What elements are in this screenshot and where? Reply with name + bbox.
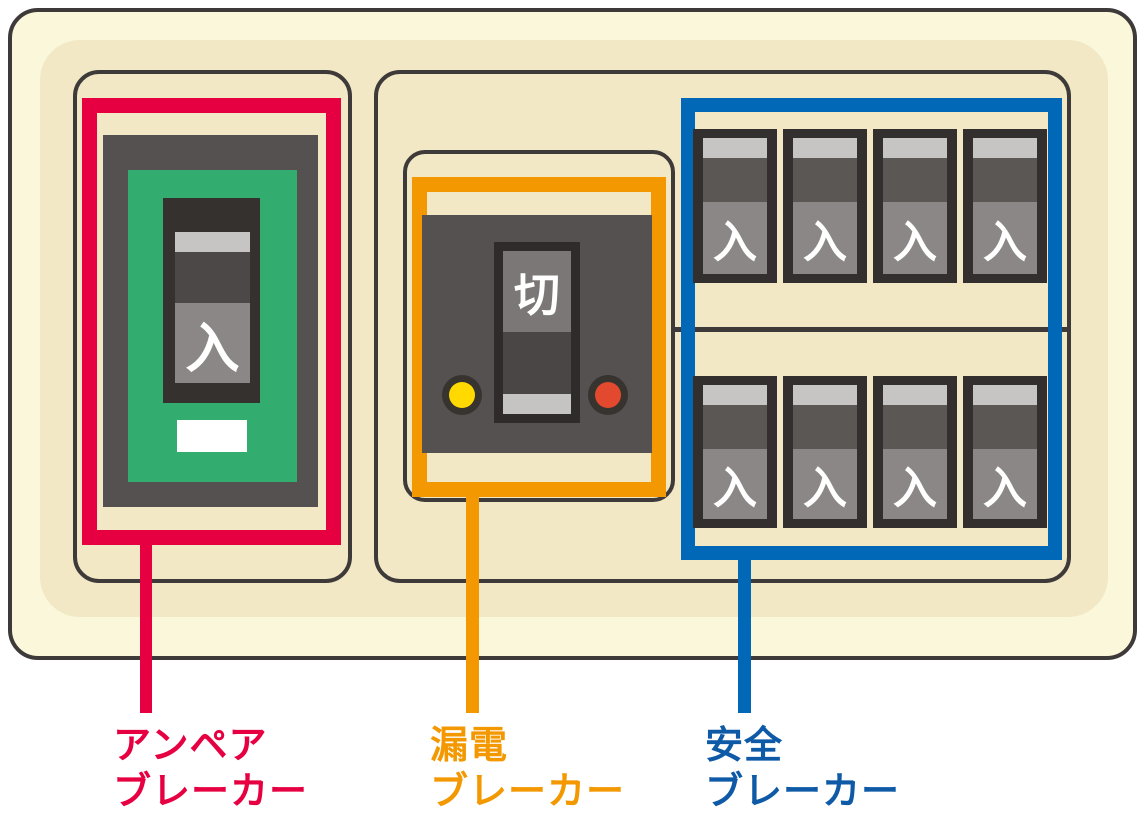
panel-divider-line <box>672 327 1071 332</box>
caption-line: ブレーカー <box>705 769 901 814</box>
safety-breaker-switch: 入 <box>873 376 957 528</box>
safety-breaker-highlight-frame <box>681 98 1062 560</box>
caption-line: アンペア <box>113 723 268 767</box>
safety-breaker-switch: 入 <box>963 129 1047 283</box>
ampere-switch-mid-segment <box>175 252 250 303</box>
safety-breaker-switch: 入 <box>783 129 867 283</box>
caption-line: 漏電 <box>430 723 509 767</box>
safety-breaker-switch: 入 <box>693 129 777 283</box>
ampere-breaker-highlight-frame <box>82 98 341 545</box>
ampere-switch-top-segment <box>175 232 250 252</box>
safety-switch-state-label: 入 <box>883 449 947 519</box>
yellow-lamp-icon <box>449 382 475 408</box>
safety-breaker-switch: 入 <box>783 376 867 528</box>
ampere-breaker-nameplate <box>177 420 247 452</box>
leakage-switch-mid-segment <box>503 332 571 394</box>
test-button-icon <box>588 375 628 415</box>
safety-switch-state-label: 入 <box>973 202 1037 274</box>
safety-switch-state-label: 入 <box>793 202 857 274</box>
caption-line: ブレーカー <box>113 769 309 814</box>
safety-breaker-switch: 入 <box>963 376 1047 528</box>
ampere-switch-state-label: 入 <box>185 316 240 380</box>
safety-switch-state-label: 入 <box>703 449 767 519</box>
ampere-leader-line <box>140 545 152 713</box>
caption-line: ブレーカー <box>430 769 626 814</box>
safety-switch-state-label: 入 <box>793 449 857 519</box>
caption-line: 安全 <box>705 723 784 767</box>
safety-switch-state-label: 入 <box>883 202 947 274</box>
safety-breaker-switch: 入 <box>693 376 777 528</box>
leakage-indicator-lamp-icon <box>442 375 482 415</box>
safety-switch-state-label: 入 <box>973 449 1037 519</box>
ampere-breaker-caption: アンペア ブレーカー <box>113 722 308 815</box>
leakage-switch-state-label: 切 <box>514 267 560 322</box>
leakage-breaker-caption: 漏電 ブレーカー <box>430 722 625 815</box>
leakage-leader-line <box>466 497 479 713</box>
safety-leader-line <box>738 560 751 713</box>
ampere-switch-handle: 入 <box>175 303 250 383</box>
safety-switch-state-label: 入 <box>703 202 767 274</box>
safety-breaker-caption: 安全 ブレーカー <box>705 722 900 815</box>
leakage-switch-handle: 切 <box>503 251 571 332</box>
safety-breaker-switch: 入 <box>873 129 957 283</box>
red-lamp-icon <box>595 382 621 408</box>
leakage-switch-bottom-segment <box>503 394 571 414</box>
